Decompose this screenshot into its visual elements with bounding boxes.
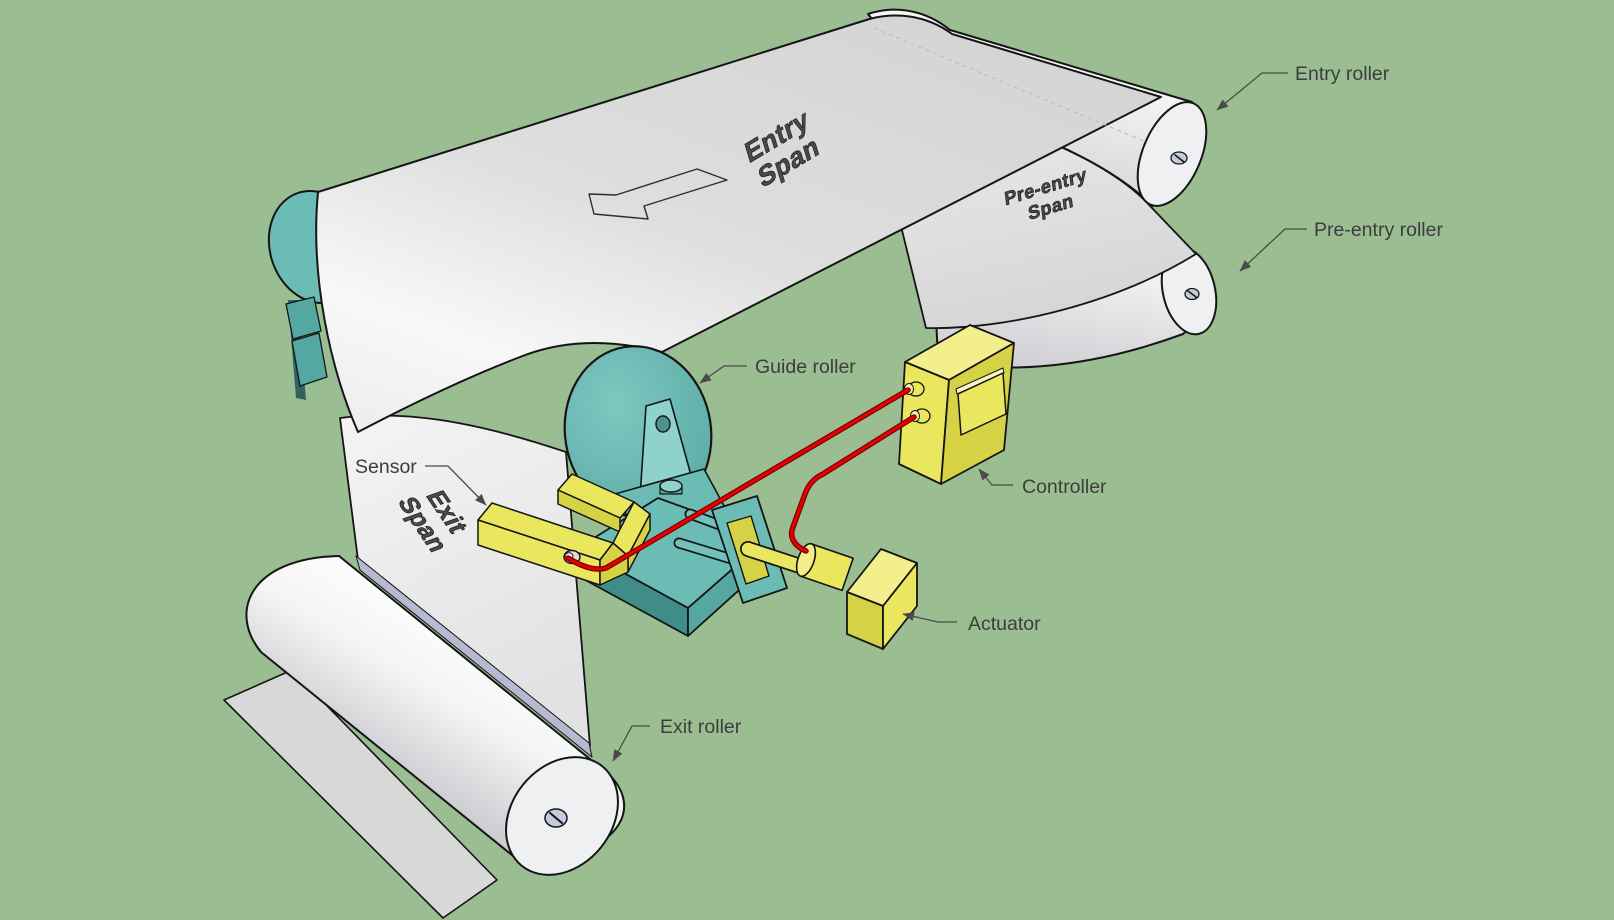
sensor-label: Sensor xyxy=(355,456,417,478)
pivot-bracket-hole xyxy=(655,415,671,433)
controller xyxy=(898,324,1015,485)
actuator-label: Actuator xyxy=(968,613,1041,635)
controller-leader xyxy=(978,468,1013,486)
exit-roller-label: Exit roller xyxy=(660,716,742,738)
sensor-leader xyxy=(425,465,487,506)
exit-span: Exit Span xyxy=(339,414,593,758)
controller-label: Controller xyxy=(1022,476,1107,498)
guide-far-bracket-2 xyxy=(291,332,328,387)
exit-roller-leader xyxy=(612,725,650,762)
entry-roller-axle-slot xyxy=(1174,154,1185,163)
exit-roller-axle-slot xyxy=(549,812,563,824)
controller-screen xyxy=(957,372,1007,436)
pre-entry-roller-axle-slot xyxy=(1187,290,1197,298)
entry-roller-tangent-line xyxy=(873,27,1147,143)
exit-span-tangent-shadow xyxy=(355,555,593,758)
actuator-wire xyxy=(790,415,916,553)
pre-entry-roller-leader xyxy=(1239,228,1307,272)
entry-span: Entry Span xyxy=(315,14,1162,433)
entry-span-surface xyxy=(315,14,1162,433)
wires xyxy=(565,387,917,572)
actuator-leader xyxy=(902,612,957,623)
guide-far-bracket-1 xyxy=(285,296,322,340)
web-direction-arrow xyxy=(588,168,728,220)
pre-entry-roller-label: Pre-entry roller xyxy=(1314,219,1443,241)
sensor-wire xyxy=(566,388,910,571)
actuator-head-right xyxy=(882,562,918,650)
exit-web-sheet xyxy=(223,669,498,919)
controller-screen-highlight xyxy=(955,367,1005,395)
callouts: Entry roller Pre-entry roller Guide roll… xyxy=(355,63,1443,762)
guide-roller-leader xyxy=(699,365,747,384)
pivot-bolt xyxy=(659,479,683,493)
guide-roller-label: Guide roller xyxy=(755,356,856,378)
entry-roller-label: Entry roller xyxy=(1295,63,1390,85)
entry-roller-face xyxy=(1136,101,1208,207)
entry-roller-leader xyxy=(1216,72,1288,111)
actuator-cylinder xyxy=(795,542,854,592)
actuator xyxy=(740,541,918,650)
exit-roller xyxy=(245,555,626,876)
